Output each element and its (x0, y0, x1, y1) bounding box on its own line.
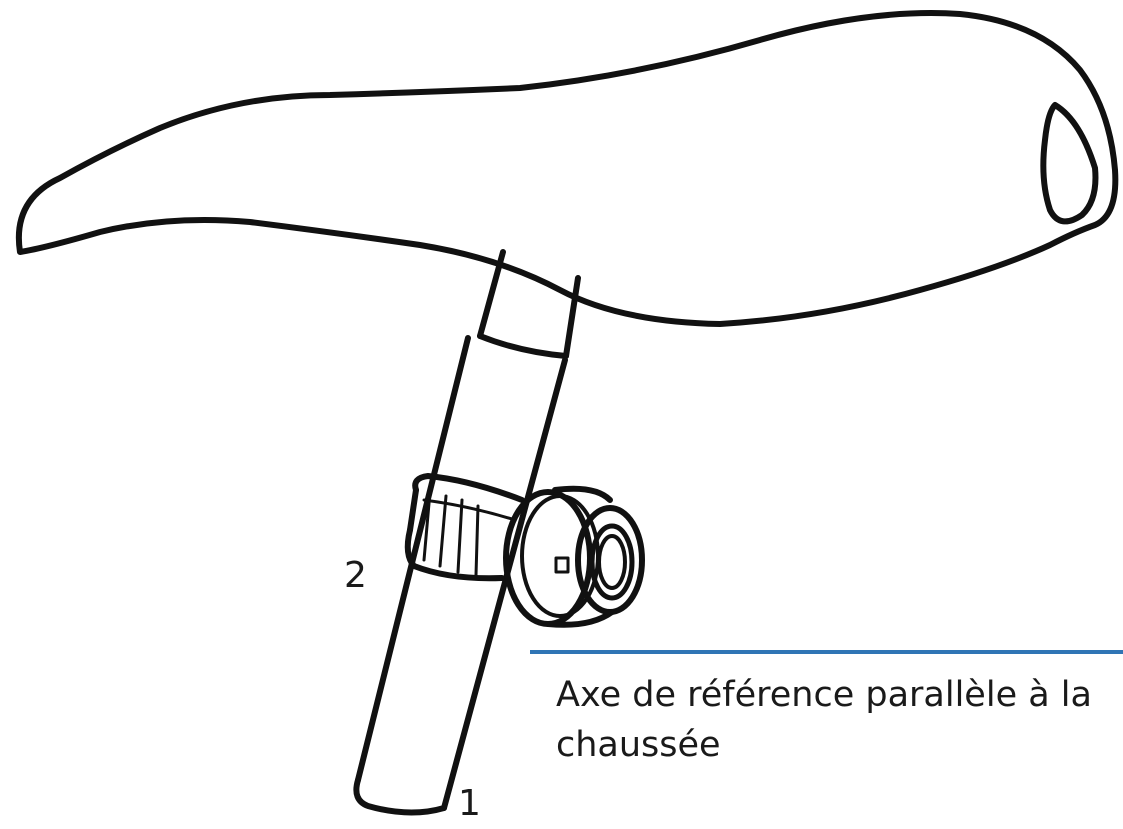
reference-axis-label: Axe de référence parallèle à la chaussée (556, 675, 1092, 765)
clamp-band-icon (404, 473, 525, 582)
post-callout-label: 1 (458, 783, 481, 824)
seat-post-icon (353, 249, 581, 816)
clamp-callout-label: 2 (344, 555, 367, 596)
saddle-icon (15, 10, 1119, 327)
rear-light-icon (503, 485, 645, 628)
reference-axis-line (530, 650, 1123, 654)
